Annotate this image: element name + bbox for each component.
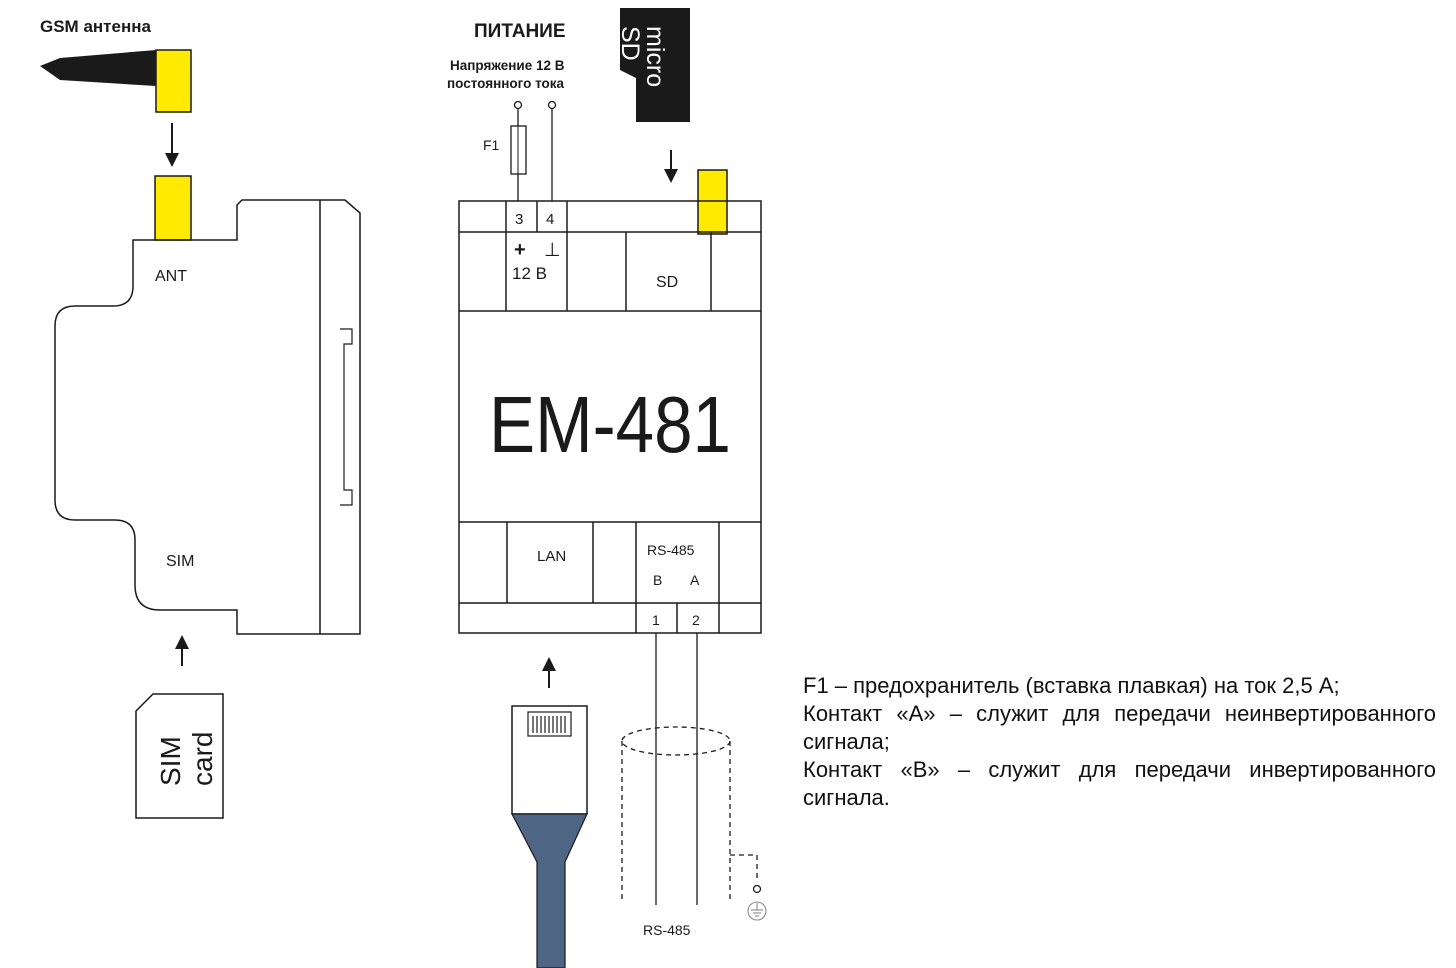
rs485-port-label: RS-485 [647,542,695,558]
device-front-body [458,200,762,634]
microsd-line1: micro [641,26,669,87]
antenna-connector-plug [155,49,192,113]
sim-card-line1: SIM [155,736,186,786]
plus-sign: + [514,239,526,261]
microsd-slot-connector [697,169,728,235]
power-minus-terminal [547,100,557,110]
terminal-3-label: 3 [515,211,523,228]
rs485-cable [655,633,698,905]
ground-sign: ⊥ [544,240,561,261]
rs485-cable-label: RS-485 [643,922,691,938]
din-rail-clip [340,328,353,506]
voltage-label: 12 В [512,264,547,283]
module-side-profile [54,199,361,635]
shield-ground-terminal [752,884,762,894]
terminal-2-label: 2 [692,612,700,628]
terminal-4-label: 4 [546,211,554,228]
sim-port-label: SIM [166,553,194,570]
gsm-antenna-title: GSM антенна [40,17,151,36]
power-title: ПИТАНИЕ [474,21,566,42]
gsm-antenna-icon [40,50,156,86]
device-model-label: ЕМ-481 [489,380,731,469]
note-contact-a: Контакт «А» – служит для передачи неинве… [803,701,1436,754]
note-fuse: F1 – предохранитель (вставка плавкая) на… [803,673,1340,698]
power-plus-terminal [513,100,523,110]
note-contact-b: Контакт «В» – служит для передачи инверт… [803,757,1436,810]
antenna-connector-socket [154,175,192,241]
fuse-label: F1 [483,137,500,153]
sim-card-line2: card [187,732,218,786]
terminal-1-label: 1 [652,612,660,628]
sd-port-label: SD [656,274,678,291]
rs485-contact-a: A [690,572,700,588]
sim-card-icon [135,693,224,819]
ground-icon [747,901,767,921]
power-voltage-line2: постоянного тока [447,76,565,91]
rs485-cable-shield [621,726,758,900]
power-voltage-line1: Напряжение 12 В [450,58,565,73]
microsd-card-icon [620,8,690,122]
rj45-plug-icon [511,705,588,968]
lan-port-label: LAN [537,548,566,565]
notes-block: F1 – предохранитель (вставка плавкая) на… [803,672,1436,812]
rs485-contact-b: B [653,572,662,588]
microsd-line2: SD [616,26,644,61]
ant-port-label: ANT [155,268,187,285]
